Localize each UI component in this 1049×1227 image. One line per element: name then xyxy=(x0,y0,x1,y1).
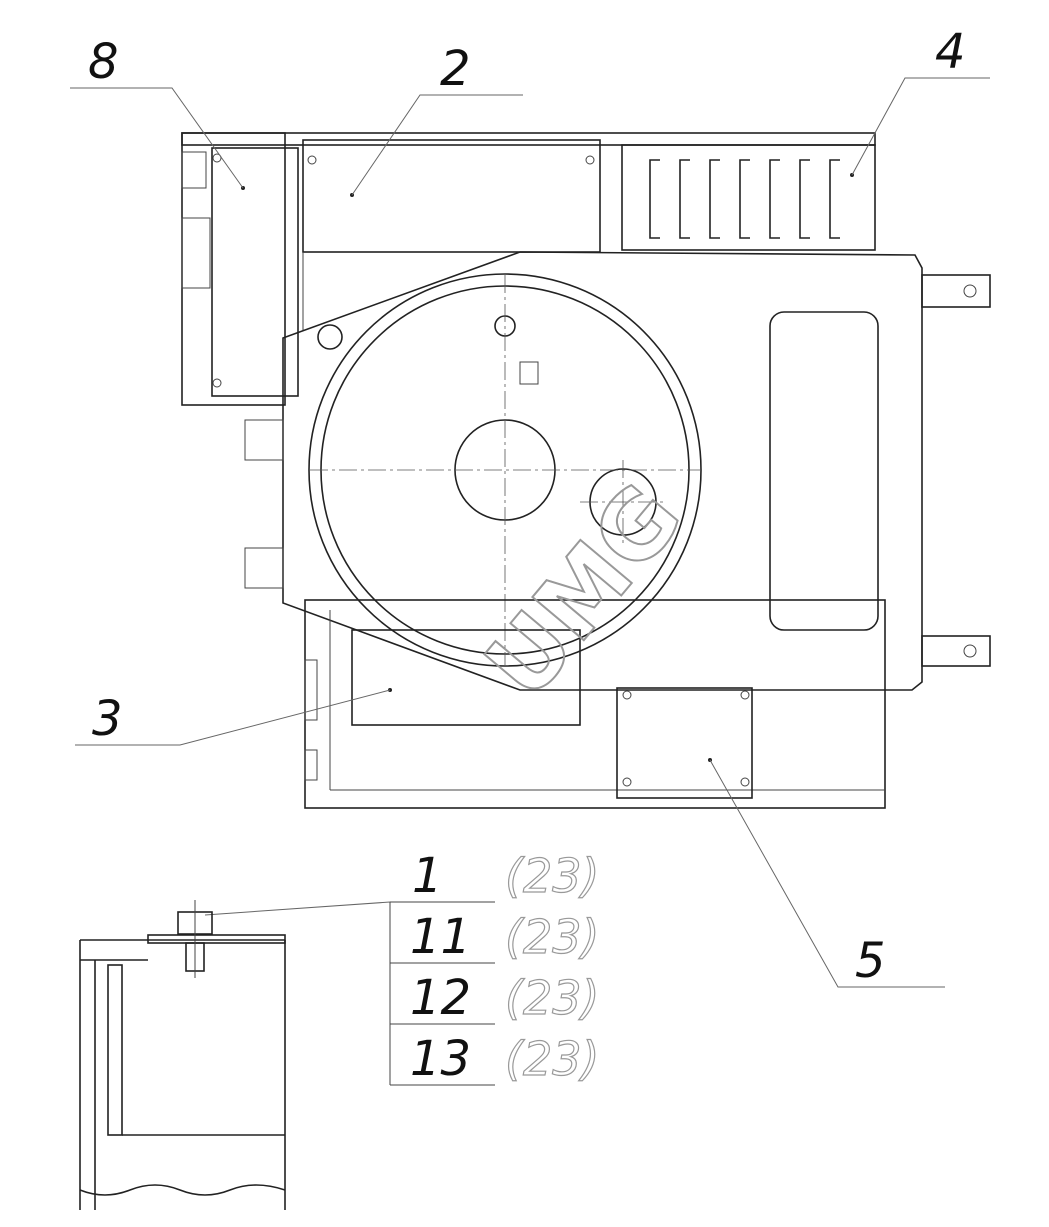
table-qty: (23) xyxy=(505,849,599,903)
callout-5: 5 xyxy=(855,933,886,989)
table-qty: (23) xyxy=(505,1032,599,1086)
table-item: 12 xyxy=(410,970,471,1026)
table-item: 1 xyxy=(412,848,443,904)
lower-frame xyxy=(304,599,886,809)
section-detail xyxy=(79,900,286,1210)
leader-lines xyxy=(70,77,990,988)
upper-frame xyxy=(181,132,876,406)
table-qty: (23) xyxy=(505,971,599,1025)
table-item: 13 xyxy=(410,1031,471,1087)
callout-4: 4 xyxy=(935,24,966,80)
table-qty: (23) xyxy=(505,910,599,964)
panel-4 xyxy=(621,144,876,251)
panel-2 xyxy=(302,139,601,330)
fastener-table-lines xyxy=(389,901,495,1086)
panel-5 xyxy=(616,687,753,799)
callout-3: 3 xyxy=(92,691,123,747)
table-item: 11 xyxy=(410,909,471,965)
callout-2: 2 xyxy=(440,41,471,97)
callout-8: 8 xyxy=(88,34,119,90)
